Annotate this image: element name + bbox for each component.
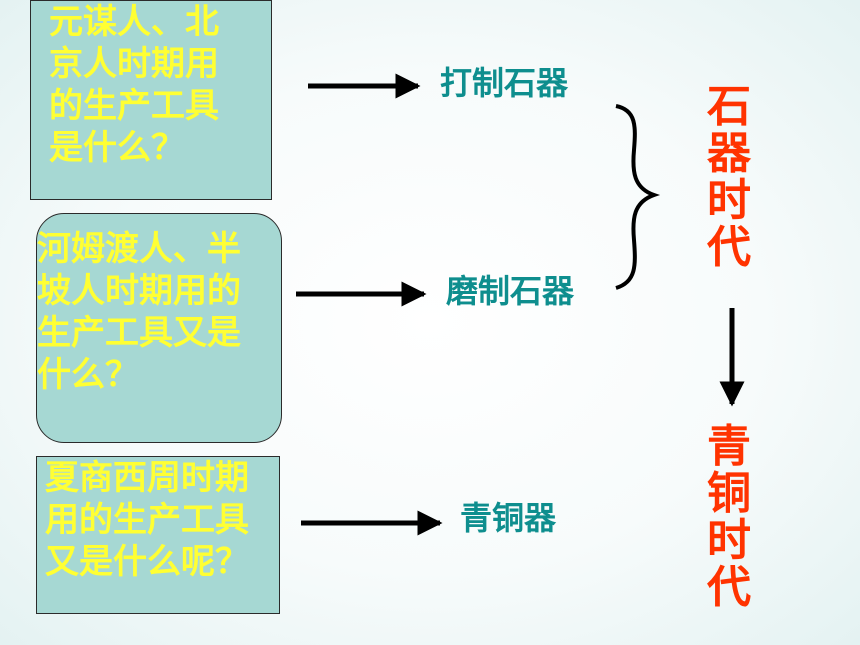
question-line: 坡人时期用的 xyxy=(37,271,241,311)
question-box-xia-shang-zhou: 夏商西周时期 用的生产工具 又是什么呢？ xyxy=(36,456,280,614)
era-char: 时 xyxy=(707,515,751,566)
era-char: 青 xyxy=(707,421,751,472)
question-box-yuanmou-beijing: 元谋人、北 京人时期用 的生产工具 是什么？ xyxy=(30,0,272,200)
era-char: 代 xyxy=(707,562,751,613)
era-bronze-age: 青 铜 时 代 xyxy=(705,423,753,611)
answer-polished-stone-tools: 磨制石器 xyxy=(446,272,575,310)
question-box-hemudu-banpo: 河姆渡人、半 坡人时期用的 生产工具又是 什么？ xyxy=(36,213,282,443)
era-char: 石 xyxy=(707,81,751,132)
question-line: 是什么？ xyxy=(49,128,185,168)
question-line: 河姆渡人、半 xyxy=(37,229,241,269)
question-line: 京人时期用 xyxy=(49,44,219,84)
answer-bronze-ware: 青铜器 xyxy=(460,499,557,537)
question-line: 用的生产工具 xyxy=(45,500,249,540)
question-line: 夏商西周时期 xyxy=(45,458,249,498)
question-line: 什么？ xyxy=(37,355,139,395)
era-char: 铜 xyxy=(707,468,751,519)
right-brace xyxy=(615,104,661,290)
question-line: 生产工具又是 xyxy=(37,313,241,353)
question-line: 的生产工具 xyxy=(49,86,219,126)
era-char: 器 xyxy=(707,128,751,179)
question-line: 元谋人、北 xyxy=(49,2,219,42)
era-char: 代 xyxy=(707,222,751,273)
question-line: 又是什么呢？ xyxy=(45,542,249,582)
answer-chipped-stone-tools: 打制石器 xyxy=(440,64,569,102)
era-char: 时 xyxy=(707,175,751,226)
era-stone-age: 石 器 时 代 xyxy=(705,83,753,271)
